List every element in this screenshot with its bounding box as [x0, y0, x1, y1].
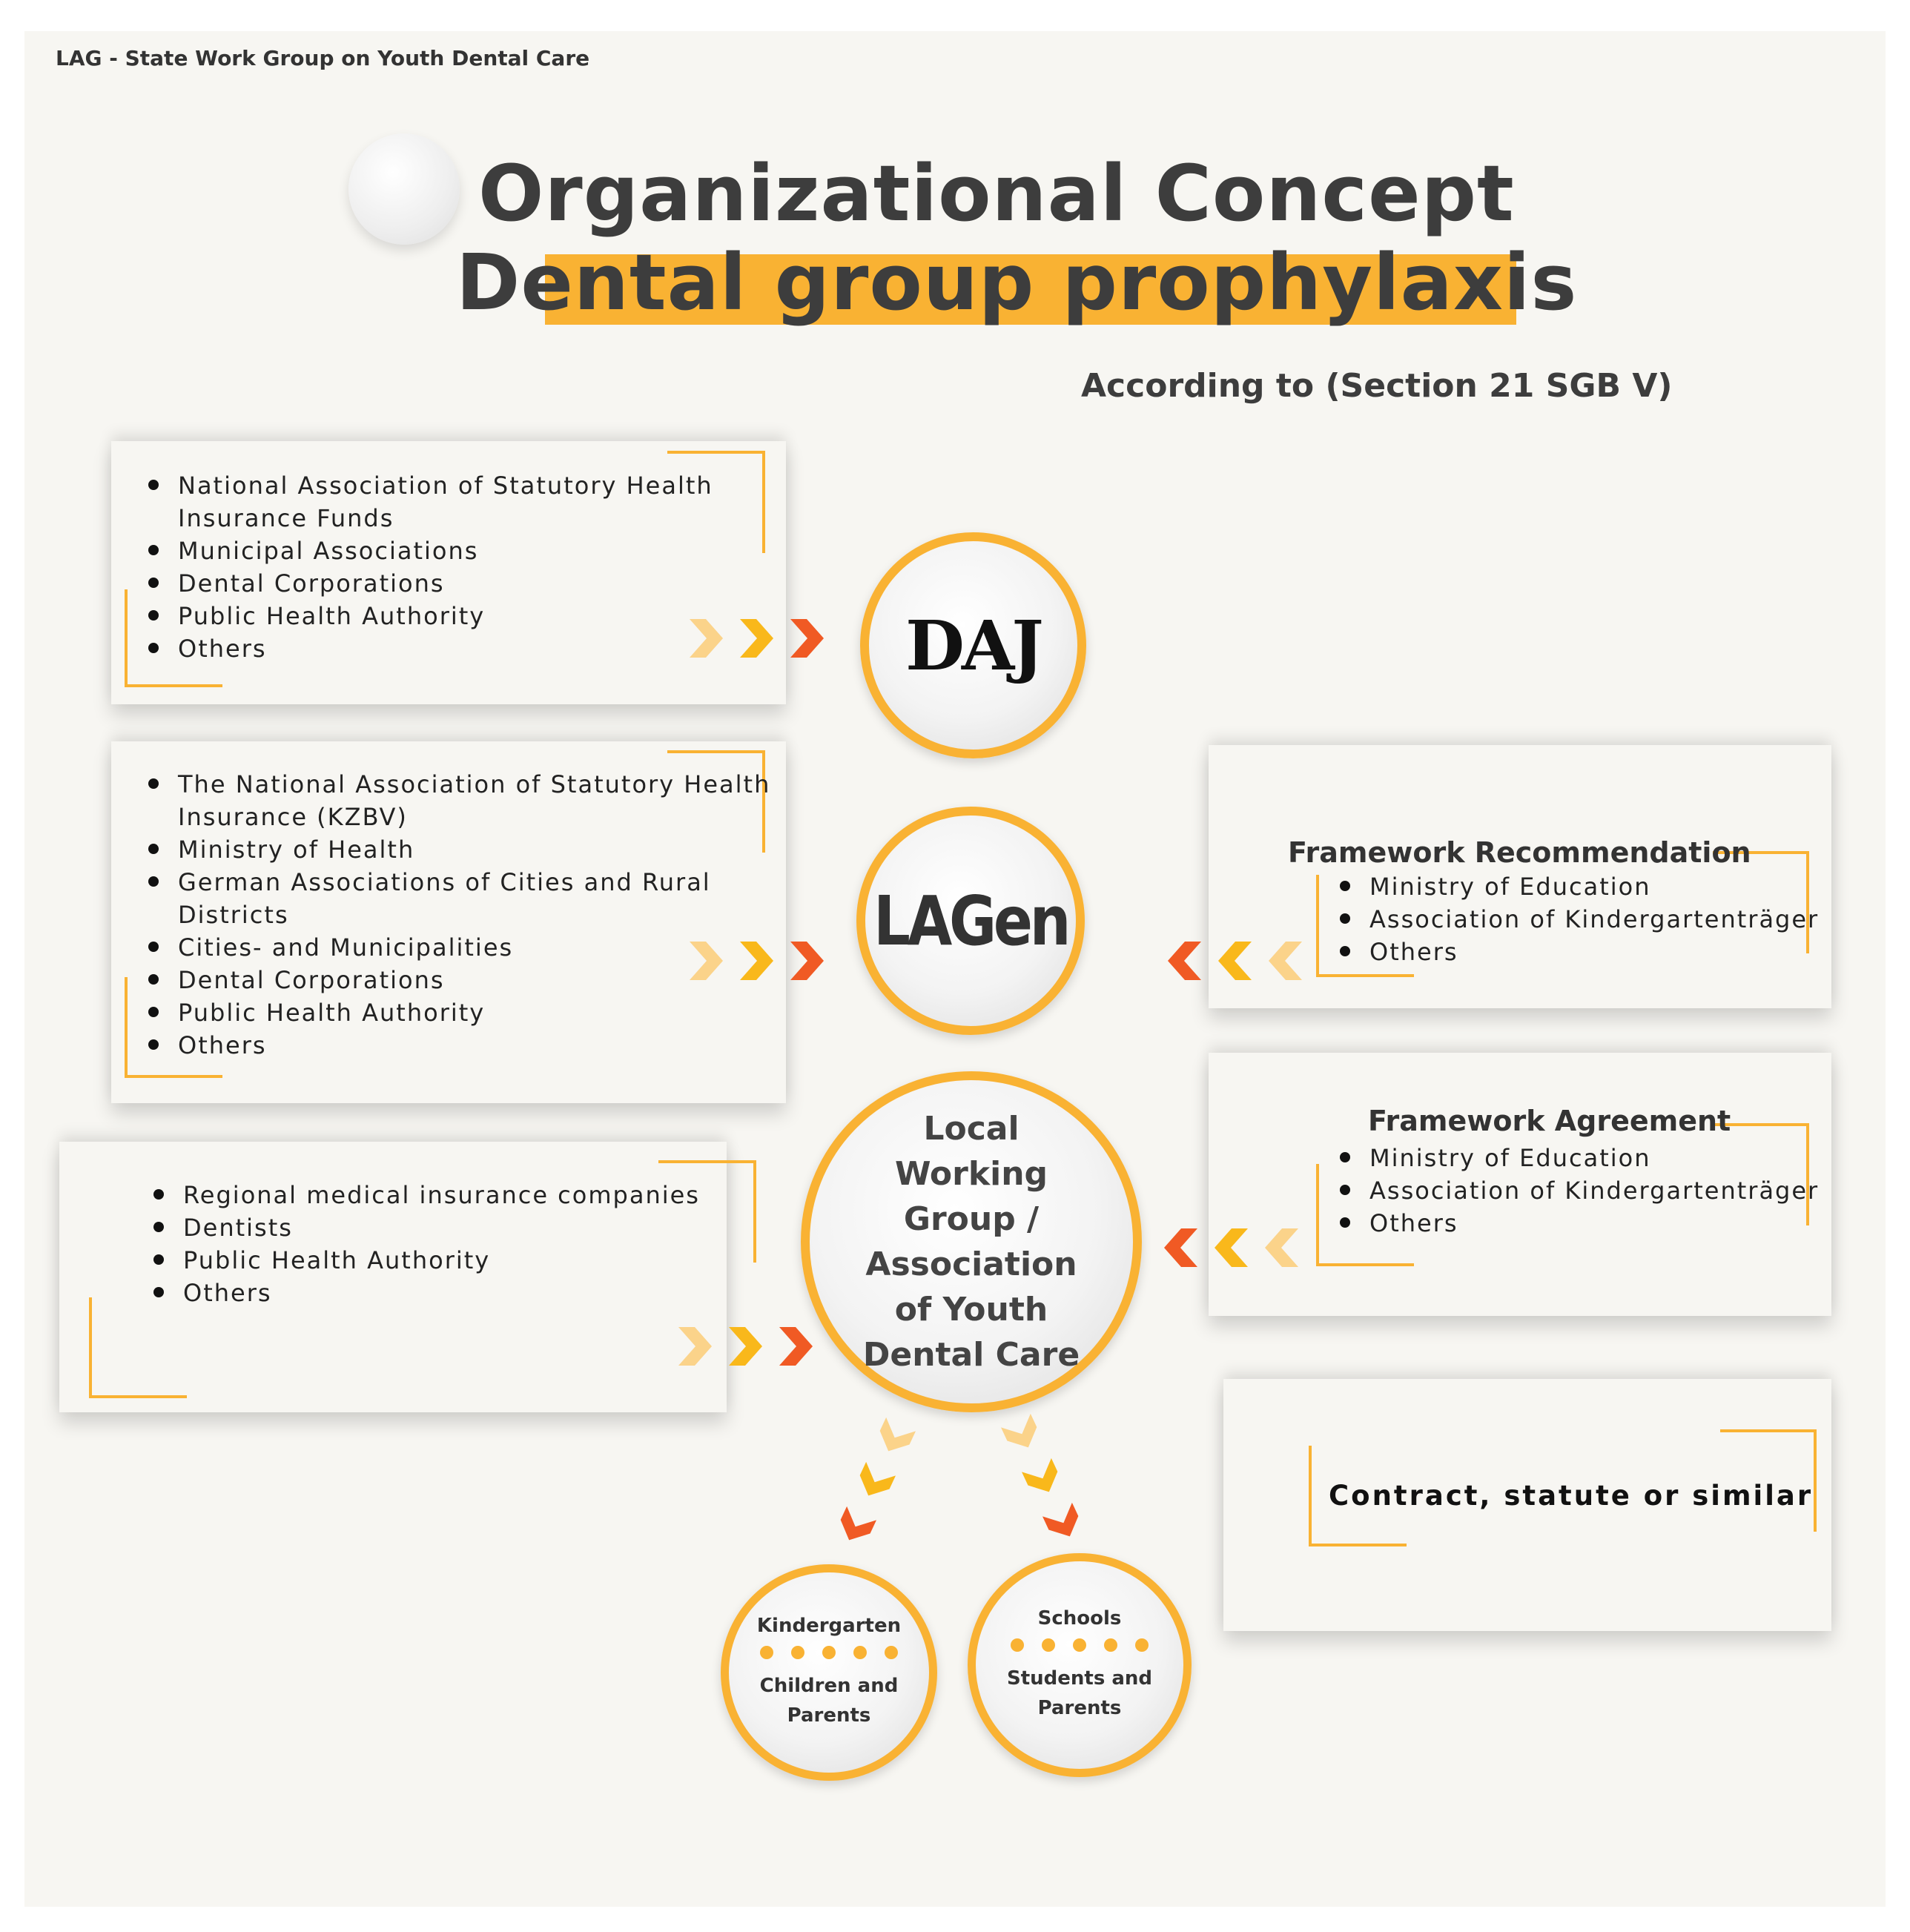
chevron-left-icon [1269, 942, 1302, 980]
chevron-right-icon [790, 942, 824, 980]
left-list-daj: National Association of Statutory Health… [147, 469, 740, 665]
list-item: Municipal Associations [147, 535, 740, 567]
list-item: Association of Kindergartenträger [1338, 1174, 1828, 1207]
chevron-right-icon [740, 619, 773, 658]
chevron-down-right-icon [1021, 1458, 1058, 1492]
lagen-logo-text: LAGen [873, 881, 1071, 961]
panel-bracket-top [1713, 1123, 1809, 1225]
list-item: The National Association of Statutory He… [147, 768, 784, 833]
framework-agreement-heading: Framework Agreement [1368, 1105, 1731, 1137]
chevron-left-icon [1168, 942, 1201, 980]
chevron-left-icon [1215, 1228, 1248, 1267]
dot-separator [760, 1646, 898, 1659]
lagen-node: LAGen [856, 807, 1085, 1035]
kindergarten-subtitle: Children and Parents [759, 1675, 899, 1727]
left-panel-lagen [111, 741, 786, 1103]
schools-subtitle: Students and Parents [1006, 1667, 1153, 1719]
chevrons-to-kindergarten [840, 1417, 916, 1541]
chevron-right-icon [678, 1327, 712, 1366]
chevron-left-icon [1265, 1228, 1298, 1267]
left-panel-local [59, 1142, 727, 1412]
legend-bracket-bottom [1309, 1446, 1407, 1546]
chevron-right-icon [729, 1327, 762, 1366]
chevrons-to-lagen [690, 942, 824, 980]
list-item: Association of Kindergartenträger [1338, 903, 1828, 936]
chevron-right-icon [690, 942, 723, 980]
title-line-1: Organizational Concept [478, 148, 1515, 239]
list-item: Dental Corporations [147, 567, 740, 600]
panel-bracket-bottom [89, 1297, 187, 1398]
list-item: Others [1338, 936, 1828, 968]
contract-legend-label: Contract, statute or similar [1329, 1480, 1814, 1512]
right-list-agreement: Ministry of Education Association of Kin… [1338, 1142, 1828, 1240]
list-item: Others [147, 1029, 784, 1062]
right-panel-agreement [1209, 1053, 1831, 1316]
list-item: Others [152, 1277, 716, 1309]
chevron-left-icon [1164, 1228, 1197, 1267]
panel-bracket-top [667, 451, 765, 553]
list-item: Public Health Authority [147, 996, 784, 1029]
chevron-down-left-icon [879, 1417, 916, 1452]
panel-bracket-top [658, 1160, 756, 1263]
panel-bracket-bottom [125, 977, 222, 1078]
list-item: Public Health Authority [152, 1244, 716, 1277]
chevron-right-icon [779, 1327, 813, 1366]
daj-logo-text: DAJ [905, 605, 1044, 686]
framework-recommendation-heading: Framework Recommendation [1288, 836, 1751, 869]
chevrons-from-agreement [1164, 1228, 1298, 1267]
kindergarten-node: Kindergarten Children and Parents [721, 1564, 937, 1781]
schools-title: Schools [1037, 1607, 1122, 1630]
chevrons-to-local [678, 1327, 813, 1366]
list-item: National Association of Statutory Health… [147, 469, 740, 535]
chevron-right-icon [790, 619, 824, 658]
panel-bracket-top [667, 750, 765, 853]
title-decor-circle [348, 133, 460, 245]
panel-bracket-bottom [125, 589, 222, 687]
left-list-lagen: The National Association of Statutory He… [147, 768, 784, 1062]
legend-bracket-top [1720, 1429, 1817, 1532]
title-block: Organizational Concept Dental group prop… [348, 133, 1576, 356]
chevrons-to-daj [690, 619, 824, 658]
chevrons-from-recommendation [1168, 942, 1302, 980]
list-item: Regional medical insurance companies [152, 1179, 716, 1211]
dot-separator [1011, 1638, 1149, 1652]
chevron-right-icon [690, 619, 723, 658]
organization-label: LAG - State Work Group on Youth Dental C… [56, 46, 590, 70]
title-highlight-bar [545, 254, 1516, 325]
panel-bracket-top [1713, 851, 1809, 953]
list-item: Others [147, 632, 740, 665]
schools-node: Schools Students and Parents [968, 1553, 1192, 1777]
daj-node: DAJ [860, 532, 1086, 758]
chevron-down-right-icon [1000, 1413, 1037, 1448]
list-item: Others [1338, 1207, 1828, 1240]
local-working-group-label: Local Working Group / Association of You… [862, 1110, 1080, 1374]
legend-panel [1223, 1379, 1831, 1631]
left-list-local: Regional medical insurance companies Den… [152, 1179, 716, 1309]
list-item: German Associations of Cities and Rural … [147, 866, 784, 931]
title-line-2: Dental group prophylaxis [456, 237, 1578, 328]
left-panel-daj [111, 441, 786, 704]
local-working-group-node: Local Working Group / Association of You… [801, 1071, 1142, 1412]
list-item: Ministry of Education [1338, 870, 1828, 903]
right-list-recommendation: Ministry of Education Association of Kin… [1338, 870, 1828, 968]
chevron-left-icon [1218, 942, 1252, 980]
list-item: Public Health Authority [147, 600, 740, 632]
list-item: Dental Corporations [147, 964, 784, 996]
list-item: Dentists [152, 1211, 716, 1244]
chevrons-to-schools [1000, 1413, 1079, 1537]
subtitle: According to (Section 21 SGB V) [1081, 367, 1673, 405]
panel-bracket-bottom [1316, 1164, 1414, 1266]
kindergarten-title: Kindergarten [756, 1615, 902, 1637]
chevron-down-right-icon [1042, 1502, 1079, 1537]
chevron-down-left-icon [859, 1461, 896, 1496]
list-item: Ministry of Health [147, 833, 784, 866]
chevron-right-icon [740, 942, 773, 980]
panel-bracket-bottom [1316, 875, 1414, 977]
list-item: Ministry of Education [1338, 1142, 1828, 1174]
list-item: Cities- and Municipalities [147, 931, 784, 964]
right-panel-recommendation [1209, 745, 1831, 1008]
chevron-down-left-icon [840, 1506, 877, 1541]
